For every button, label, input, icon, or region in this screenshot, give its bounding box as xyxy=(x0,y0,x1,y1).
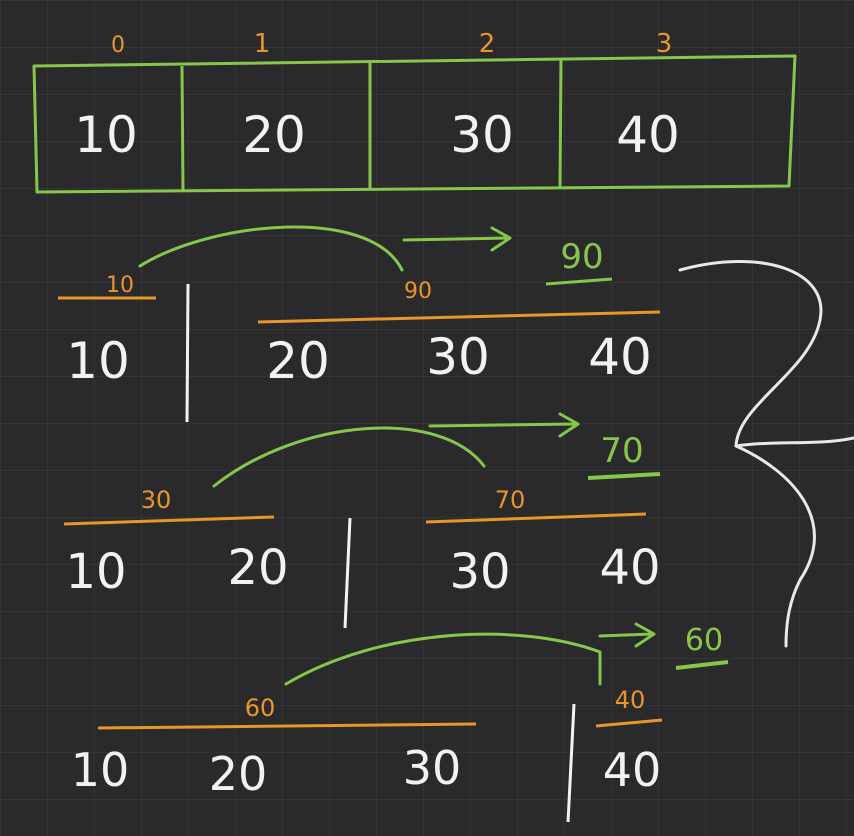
split-3-left-sum: 60 xyxy=(245,694,276,722)
split-1-divider xyxy=(185,283,190,423)
array-outline xyxy=(32,54,797,194)
array-cell-2: 30 xyxy=(450,106,514,164)
array-cell-1: 20 xyxy=(242,106,306,164)
split-3-right-value-1: 40 xyxy=(603,743,662,797)
split-1-difference: 90 xyxy=(560,237,603,277)
split-2-divider xyxy=(343,517,352,629)
split-1-right-value-1: 20 xyxy=(266,332,330,390)
split-3-left-value-1: 10 xyxy=(71,743,130,797)
split-3-divider xyxy=(566,703,576,823)
array-divider-1 xyxy=(180,65,185,192)
split-2-arrow xyxy=(212,412,580,488)
split-1-right-sum: 90 xyxy=(404,279,432,304)
array-cell-0: 10 xyxy=(74,106,138,164)
split-3-left-value-2: 20 xyxy=(209,747,268,801)
split-1-arrow xyxy=(138,225,512,272)
split-2-difference-underline xyxy=(587,472,661,480)
split-2-difference: 70 xyxy=(600,431,643,471)
split-3: 60 10 20 30 40 40 60 xyxy=(71,622,729,823)
split-2-left-value-1: 10 xyxy=(65,544,126,600)
array-index-2: 2 xyxy=(479,29,496,59)
split-1-left-value-1: 10 xyxy=(66,332,130,390)
split-2-left-sum-underline xyxy=(63,515,275,526)
split-2-right-sum: 70 xyxy=(495,486,526,514)
split-3-arrow xyxy=(284,622,656,686)
split-2-left-value-2: 20 xyxy=(227,540,288,596)
array-index-1: 1 xyxy=(254,29,271,59)
split-2-right-value-1: 30 xyxy=(449,544,510,600)
split-2-right-value-2: 40 xyxy=(599,540,660,596)
split-2-right-sum-underline xyxy=(425,512,647,524)
split-3-right-sum-underline xyxy=(595,718,663,728)
array-divider-3 xyxy=(558,59,563,189)
split-3-left-sum-underline xyxy=(97,722,477,730)
grouping-brace xyxy=(678,259,854,648)
array-index-3: 3 xyxy=(656,29,673,59)
split-1-right-sum-underline xyxy=(257,310,661,324)
split-3-right-sum: 40 xyxy=(615,686,646,714)
split-3-difference-underline xyxy=(675,660,729,670)
array-cell-3: 40 xyxy=(616,106,680,164)
split-1-left-sum: 10 xyxy=(106,273,134,298)
split-3-left-value-3: 30 xyxy=(403,741,462,795)
array-index-0: 0 xyxy=(111,33,125,58)
split-1-right-value-2: 30 xyxy=(426,328,490,386)
split-1-difference-underline xyxy=(545,277,613,286)
split-2: 30 10 20 70 30 40 70 xyxy=(63,412,661,629)
array-box: 0 1 2 3 10 20 30 40 xyxy=(32,29,797,194)
split-1-right-value-3: 40 xyxy=(588,328,652,386)
split-1: 10 10 90 20 30 40 90 xyxy=(58,225,661,423)
split-3-difference: 60 xyxy=(685,623,723,658)
split-2-left-sum: 30 xyxy=(141,486,172,514)
